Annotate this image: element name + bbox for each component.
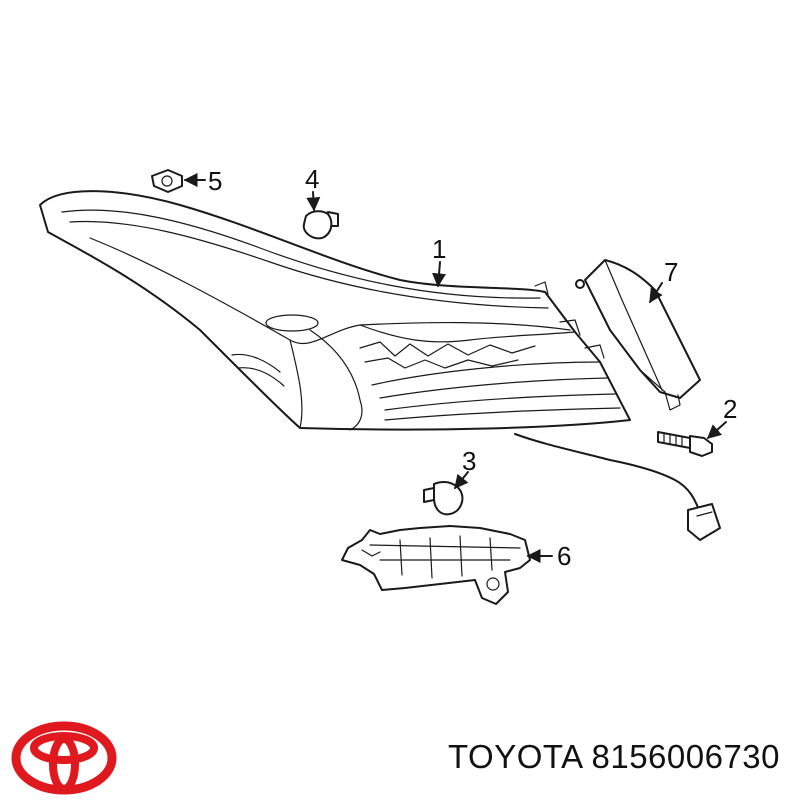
callout-3: 3 <box>462 446 476 476</box>
callout-1: 1 <box>432 234 446 264</box>
bolt-part <box>657 431 713 457</box>
callout-2: 2 <box>723 394 737 424</box>
callout-4: 4 <box>305 164 319 194</box>
callout-5: 5 <box>208 166 222 196</box>
clip-part-3 <box>423 481 464 516</box>
part-caption: TOYOTA 8156006730 <box>448 738 780 776</box>
callout-6: 6 <box>557 541 571 571</box>
clip-part-4 <box>302 210 339 240</box>
nut-part <box>151 169 183 193</box>
callout-leaders <box>183 173 727 563</box>
toyota-logo-icon <box>11 721 117 795</box>
brand-name: TOYOTA <box>448 738 582 775</box>
mounting-bracket <box>341 525 531 605</box>
callout-7: 7 <box>664 257 678 287</box>
rear-bracket-plate <box>575 259 701 411</box>
part-number: 8156006730 <box>591 738 781 775</box>
tail-lamp-assembly <box>39 190 721 541</box>
